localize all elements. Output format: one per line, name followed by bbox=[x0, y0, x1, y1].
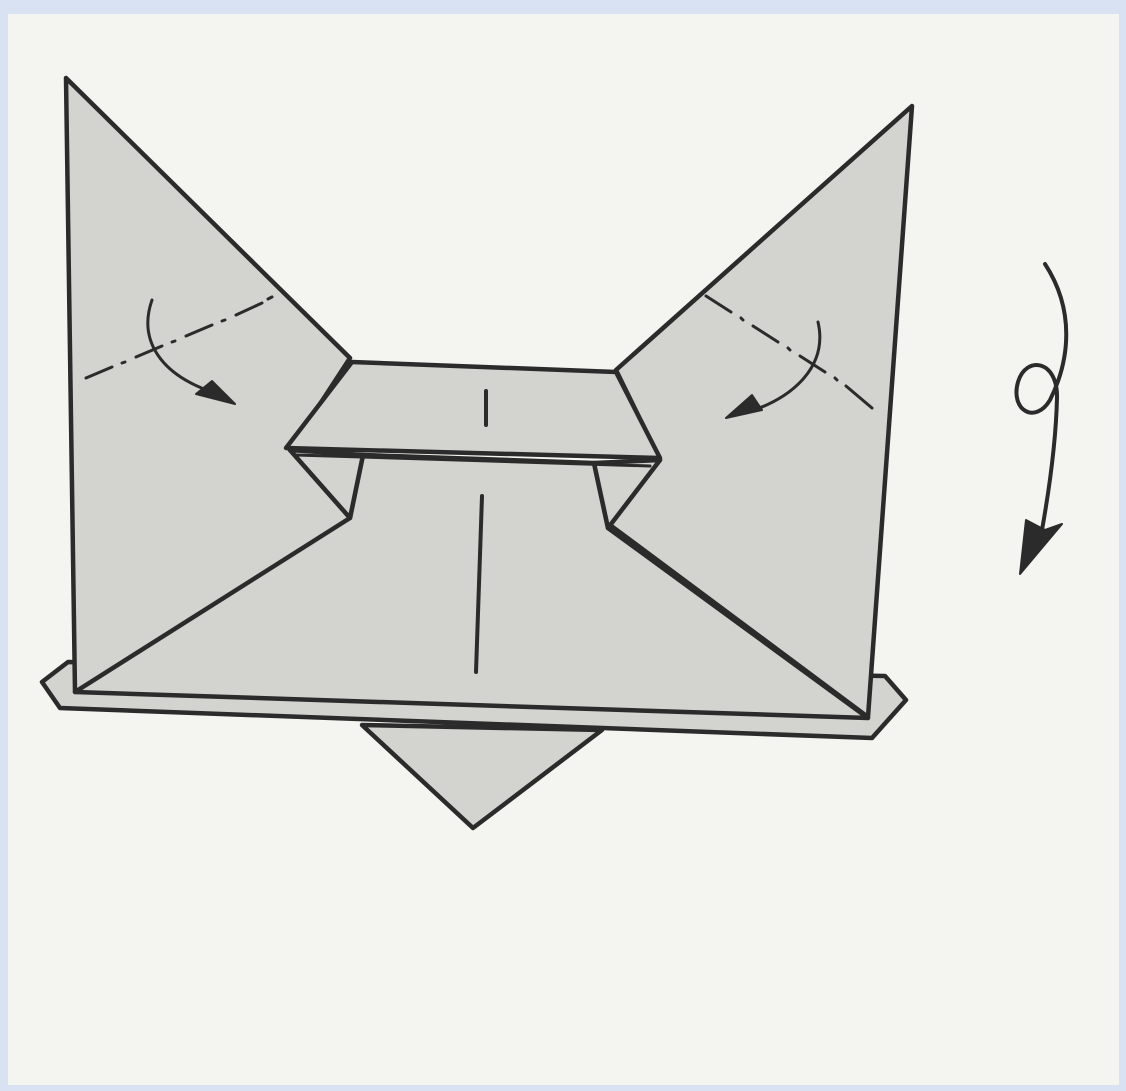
top-band-flap bbox=[286, 362, 660, 458]
bottom-point-flap bbox=[362, 725, 602, 828]
turn-over-arrow bbox=[1016, 264, 1066, 574]
turn-over-arrow-head bbox=[1020, 520, 1062, 574]
